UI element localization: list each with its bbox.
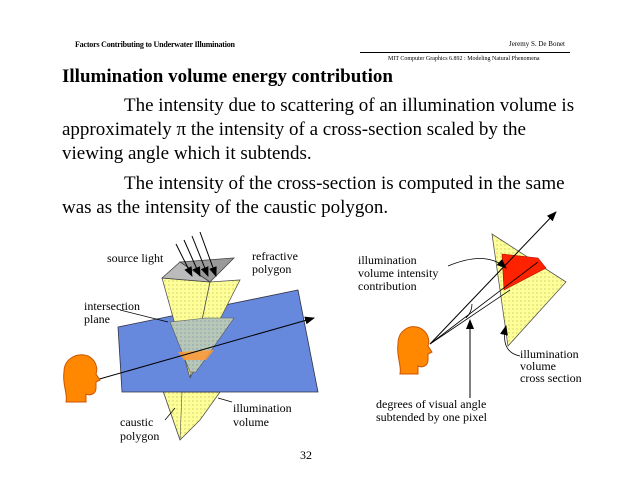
header-author: Jeremy S. De Bonet <box>509 40 565 48</box>
label-caustic-2: polygon <box>120 429 160 443</box>
label-cross-section-2: volume <box>520 359 556 373</box>
label-visual-angle-1: degrees of visual angle <box>376 397 487 411</box>
caustic-band <box>178 350 214 360</box>
label-cross-section-3: cross section <box>520 371 582 385</box>
pi-symbol: π <box>176 119 187 140</box>
slide-title: Illumination volume energy contribution <box>62 66 393 87</box>
paragraph-1: The intensity due to scattering of an il… <box>62 94 582 166</box>
label-refractive-1: refractive <box>252 249 298 263</box>
viewing-ray-left <box>95 316 315 381</box>
label-intensity-2: volume intensity <box>358 266 439 280</box>
label-intensity-3: contribution <box>358 279 417 293</box>
paragraph-1-text-a: The intensity due to scattering of an il… <box>62 95 575 140</box>
label-refractive-2: polygon <box>252 262 292 276</box>
label-caustic-1: caustic <box>120 415 154 429</box>
paragraph-1-text-b: the intensity of a cross-section scaled … <box>62 119 526 164</box>
header-title: Factors Contributing to Underwater Illum… <box>75 40 235 49</box>
label-intersection-2: plane <box>84 312 110 326</box>
label-cross-section-1: illumination <box>520 347 579 361</box>
header-course: MIT Computer Graphics 6.892 : Modeling N… <box>388 56 540 62</box>
header-rule <box>360 52 570 53</box>
label-visual-angle-2: subtended by one pixel <box>376 410 487 424</box>
source-light-rays <box>175 231 217 277</box>
paragraph-2-text: The intensity of the cross-section is co… <box>62 173 565 218</box>
paragraph-2: The intensity of the cross-section is co… <box>62 172 582 220</box>
label-illumination-volume-1: illumination <box>233 401 292 415</box>
left-diagram <box>63 231 319 441</box>
label-intersection-1: intersection <box>84 299 140 313</box>
head-icon <box>397 326 433 375</box>
head-icon <box>63 354 101 403</box>
label-source-light: source light <box>107 251 164 265</box>
label-illumination-volume-2: volume <box>233 415 269 429</box>
cross-section-polygon <box>491 233 567 347</box>
label-intensity-1: illumination <box>358 253 417 267</box>
right-diagram <box>397 211 567 398</box>
page-number: 32 <box>300 448 312 462</box>
